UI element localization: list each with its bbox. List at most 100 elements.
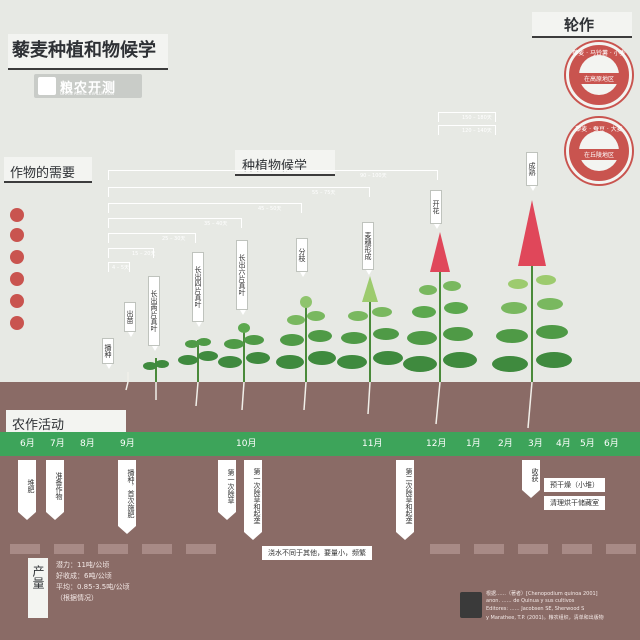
reference-line: Editores: …… Jacobsen SE, Sherwood S: [486, 606, 585, 612]
activity-fertilize: 堆肥: [18, 460, 36, 520]
activity-prepare: 准备作物: [46, 460, 64, 520]
stage-four-leaves: 长出四片真叶: [192, 252, 204, 327]
soil-icon: [10, 208, 24, 222]
month-label: 12月: [426, 439, 447, 449]
activity-hill1: 第一次除草和起垄: [244, 460, 262, 540]
stage-sowing: 播种: [102, 338, 114, 369]
bracket-label: 90 – 100天: [360, 173, 387, 179]
stage-panicle: 麦穗形成: [362, 222, 374, 275]
month-label: 5月: [580, 439, 595, 449]
month-label: 6月: [20, 439, 35, 449]
activity-store: 清理烘干储藏室: [544, 496, 605, 510]
bracket-label: 4 – 5天: [112, 265, 130, 271]
book-icon: [460, 592, 482, 618]
stage-emergence: 出苗: [124, 302, 136, 337]
month-label: 9月: [120, 439, 135, 449]
stage-flowering: 开花: [430, 190, 442, 229]
month-label: 1月: [466, 439, 481, 449]
activity-dry: 预干燥（小堆）: [544, 478, 605, 492]
plant-six-leaves: [218, 323, 270, 411]
chevron-right-icon: [474, 544, 504, 554]
timeline-arrows: [0, 544, 640, 558]
stage-maturity: 成熟: [526, 152, 538, 191]
chevron-right-icon: [142, 544, 172, 554]
plant-two-leaves: [143, 358, 169, 400]
plant-branching: [276, 296, 336, 411]
yield-potential: 潜力：11吨/公顷: [56, 561, 110, 569]
needs-title-bar: [4, 157, 92, 183]
chevron-right-icon: [10, 544, 40, 554]
rotation-badge-top: 藜麦 · 蚕豆 · 大麦: [575, 126, 623, 133]
rotation-badge-highland: 藜麦 · 马铃薯 · 小麦 在高原地区: [566, 42, 632, 108]
farm-title-bar: [6, 410, 126, 434]
bracket-label: 150 – 180天: [462, 115, 492, 121]
bracket-label: 45 – 50天: [258, 206, 282, 212]
activity-harvest: 收获: [522, 460, 540, 498]
stage-branching: 分枝: [296, 238, 308, 277]
rotation-title: 轮作: [564, 16, 595, 34]
bracket-90-100: [108, 170, 438, 180]
month-label: 8月: [80, 439, 95, 449]
logo-subtext: GRAIN AGRIC. EVALUATION: [60, 91, 114, 96]
chevron-right-icon: [430, 544, 460, 554]
rotation-title-bar: [532, 12, 632, 38]
pest-icon: [10, 316, 24, 330]
month-label: 7月: [50, 439, 65, 449]
yield-note: （根据情况）: [56, 594, 98, 602]
reference-line: anon. …… de Quinua y sus cultivos: [486, 598, 575, 604]
yield-title-bar: [28, 558, 48, 618]
bracket-label: 120 – 140天: [462, 128, 492, 134]
chevron-right-icon: [518, 544, 548, 554]
month-label: 6月: [604, 439, 619, 449]
page-title: 藜麦种植和物候学: [12, 40, 156, 61]
month-label: 4月: [556, 439, 571, 449]
plant-maturity: [492, 200, 572, 429]
plant-sowing: [125, 372, 129, 391]
month-label: 3月: [528, 439, 543, 449]
plant-four-leaves: [178, 338, 218, 407]
month-timeline: [0, 432, 640, 456]
month-label: 2月: [498, 439, 513, 449]
yield-good: 好收成：6吨/公顷: [56, 572, 112, 580]
activity-irrigate: 浇水不同于其他，要量小，频繁: [262, 546, 372, 560]
logo: 粮农开测 GRAIN AGRIC. EVALUATION: [34, 74, 142, 98]
seed-icon: [10, 228, 24, 242]
month-label: 10月: [236, 439, 257, 449]
needs-title: 作物的需要: [10, 166, 76, 181]
bracket-150-180: [438, 112, 496, 122]
activity-weed1: 第一次除草: [218, 460, 236, 520]
chevron-right-icon: [186, 544, 216, 554]
chevron-right-icon: [54, 544, 84, 554]
month-label: 11月: [362, 439, 383, 449]
yield-average: 平均：0.85-3.5吨/公顷: [56, 583, 130, 591]
title-bar: [8, 34, 168, 70]
activity-sow: 播种，首次施肥: [118, 460, 136, 534]
thermometer-icon: [10, 250, 24, 264]
bracket-4-5: [108, 262, 130, 272]
rotation-badge-top: 藜麦 · 马铃薯 · 小麦: [572, 50, 626, 57]
chevron-right-icon: [98, 544, 128, 554]
rotation-badge-label: 在丘陵地区: [575, 149, 623, 160]
bracket-120-140: [438, 125, 496, 135]
reference-line: y Marathee, T.P. (2001)。粮农组织，清单和出版物: [486, 615, 604, 621]
bracket-35-40: [108, 218, 242, 228]
bracket-55-75: [108, 187, 370, 197]
plant-panicle: [337, 276, 403, 415]
bracket-25-30: [108, 233, 196, 243]
bracket-label: 15 – 20天: [132, 251, 156, 257]
water-drop-icon: [10, 272, 24, 286]
bracket-label: 35 – 40天: [204, 221, 228, 227]
bracket-15-20: [108, 248, 154, 258]
bracket-label: 55 – 75天: [312, 190, 336, 196]
farm-title: 农作活动: [12, 418, 65, 433]
chevron-right-icon: [562, 544, 592, 554]
rotation-badge-label: 在高原地区: [575, 73, 623, 84]
stage-six-leaves: 长出六片真叶: [236, 240, 248, 315]
sun-icon: [10, 294, 24, 308]
stage-two-leaves: 长出两片真叶: [148, 276, 160, 351]
activity-hill2: 第二次除草和起垄: [396, 460, 414, 540]
bracket-label: 25 – 30天: [162, 236, 186, 242]
bracket-45-50: [108, 203, 302, 213]
chevron-right-icon: [606, 544, 636, 554]
